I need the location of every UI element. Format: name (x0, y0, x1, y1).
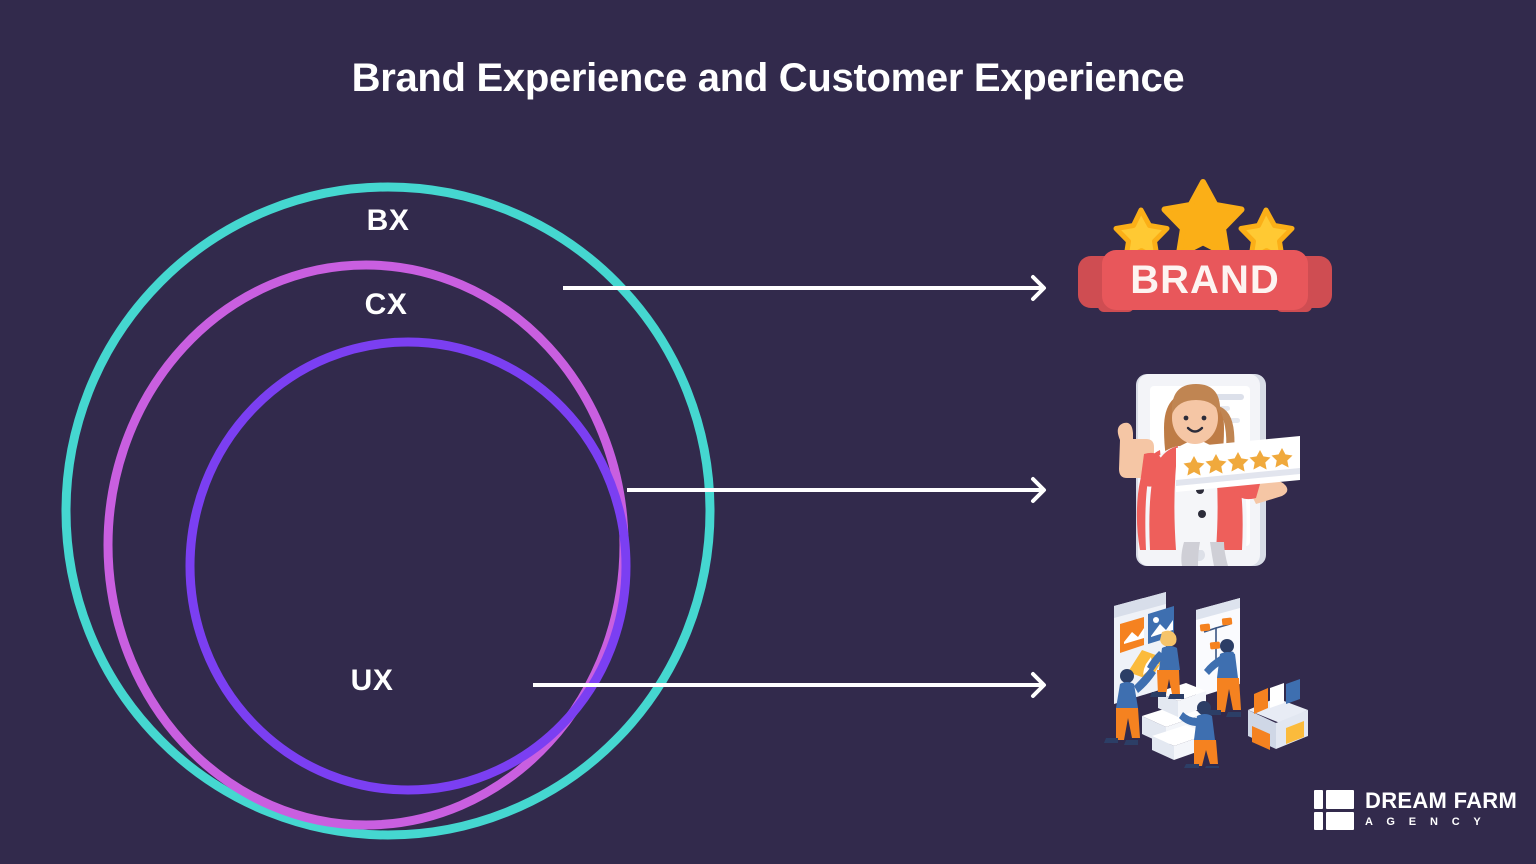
ring-label-ux: UX (350, 664, 394, 697)
star-icon-center (1161, 179, 1245, 258)
review-stars-card (1176, 436, 1300, 492)
ring-label-cx: CX (364, 288, 408, 321)
ring-ux[interactable] (185, 337, 631, 795)
brand-banner-text: BRAND (1130, 258, 1279, 302)
card-box (1248, 679, 1308, 750)
logo-mark-icon (1314, 790, 1354, 831)
ring-bx[interactable] (61, 182, 715, 840)
concentric-rings-diagram (61, 182, 715, 840)
logo-subtitle: A G E N C Y (1365, 816, 1487, 828)
person-center-top (1147, 630, 1184, 699)
person-front (1179, 701, 1219, 770)
brand-badge-illustration[interactable]: BRAND (1070, 178, 1340, 348)
person-left (1104, 668, 1156, 745)
logo-name: DREAM FARM (1365, 788, 1518, 813)
ring-label-bx: BX (366, 204, 410, 237)
customer-review-illustration[interactable] (1098, 366, 1314, 572)
dream-farm-agency-logo[interactable]: DREAM FARM A G E N C Y (1314, 790, 1517, 831)
page-title: Brand Experience and Customer Experience (351, 56, 1185, 100)
ux-team-illustration[interactable] (1100, 588, 1320, 770)
